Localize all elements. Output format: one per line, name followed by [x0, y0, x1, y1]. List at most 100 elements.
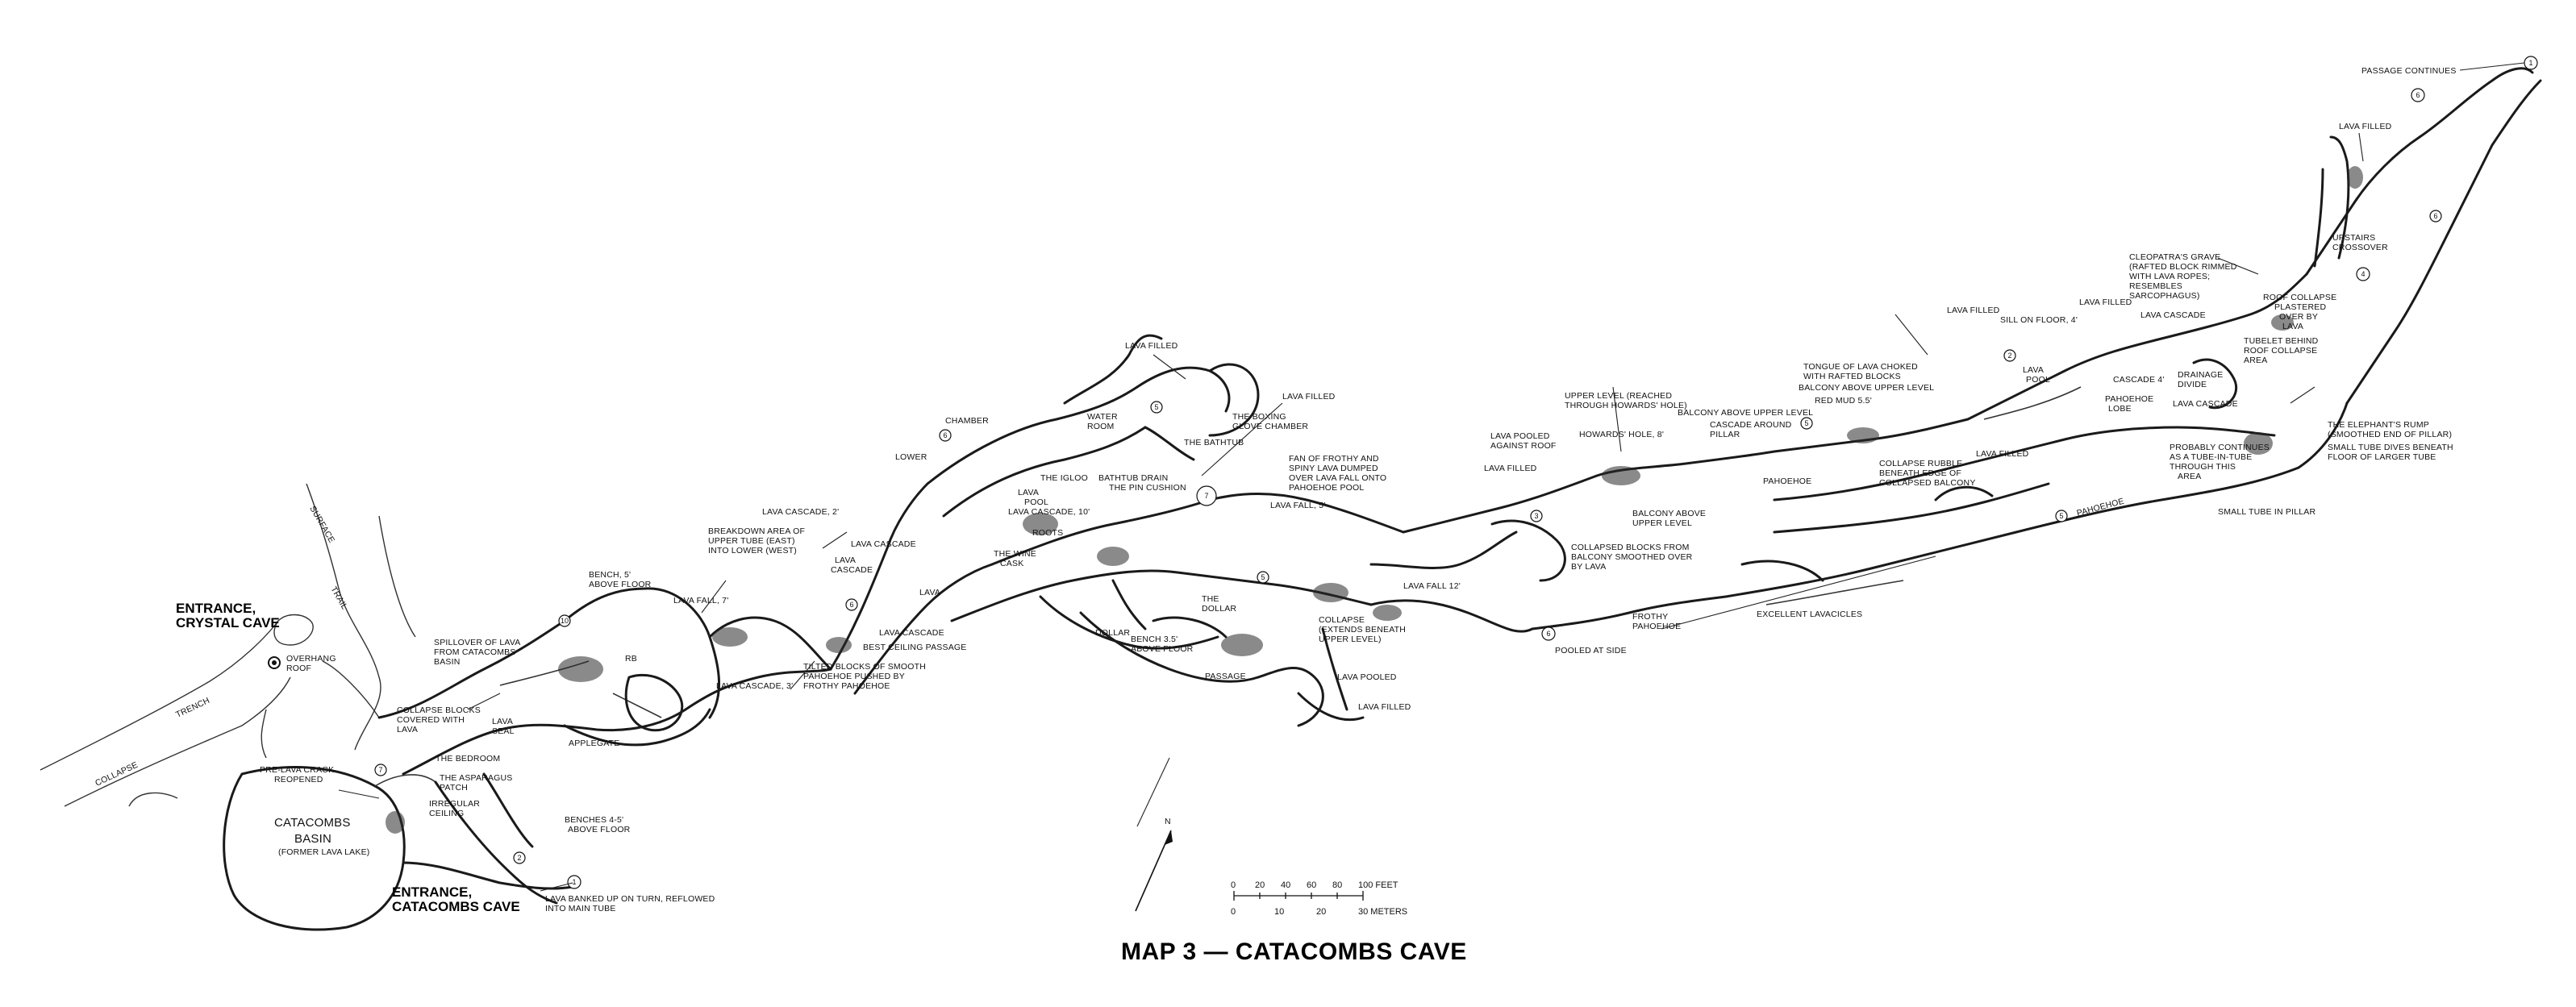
label-cascade-around: CASCADE AROUND [1710, 420, 1792, 430]
label-collapse-blocks: COLLAPSE BLOCKS [397, 705, 481, 715]
label-breakdown-3: INTO LOWER (WEST) [708, 546, 797, 556]
label-frothy: FROTHY [1632, 612, 1668, 622]
label-upper-level-2: THROUGH HOWARDS' HOLE) [1565, 401, 1687, 410]
label-lava-pool-e: LAVA [2023, 365, 2044, 375]
scale-m-0: 0 [1231, 907, 1236, 917]
label-breakdown-2: UPPER TUBE (EAST) [708, 536, 795, 546]
scale-feet-20: 20 [1255, 880, 1265, 890]
label-wine: THE WINE [994, 549, 1036, 559]
label-tongue-2: WITH RAFTED BLOCKS [1803, 372, 1901, 381]
label-applegate: APPLEGATE [569, 739, 619, 748]
label-boxing-2: GLOVE CHAMBER [1232, 422, 1308, 431]
label-trail: TRAIL [328, 585, 349, 612]
label-tilted-blocks: TILTED BLOCKS OF SMOOTH [803, 662, 926, 672]
label-spillover-2: FROM CATACOMBS [434, 647, 516, 657]
label-lava-filled-h: LAVA FILLED [2339, 122, 2392, 131]
label-lava-filled-c: LAVA FILLED [1358, 702, 1411, 712]
label-bench-35: BENCH 3.5' [1131, 635, 1178, 644]
label-upstairs-2: CROSSOVER [2332, 243, 2388, 252]
scale-feet-100: 100 FEET [1358, 880, 1398, 890]
station-marker: 5 [1150, 401, 1163, 414]
label-upstairs: UPSTAIRS [2332, 233, 2375, 243]
station-marker: 6 [2411, 88, 2425, 102]
label-pooled-roof: LAVA POOLED [1490, 431, 1550, 441]
entrance-catacombs-label: ENTRANCE, [392, 884, 472, 900]
label-surface: SURFACE [307, 505, 336, 545]
label-tongue: TONGUE OF LAVA CHOKED [1803, 362, 1918, 372]
label-cleopatra-5: SARCOPHAGUS) [2129, 291, 2200, 301]
scale-feet-60: 60 [1307, 880, 1316, 890]
svg-text:6: 6 [2433, 212, 2437, 220]
label-pahoehoe-e: PAHOEHOE [2076, 497, 2125, 518]
label-lava-banked-2: INTO MAIN TUBE [545, 904, 616, 913]
label-drainage-2: DIVIDE [2178, 380, 2207, 389]
station-marker: 6 [845, 598, 858, 611]
station-marker: 5 [1800, 417, 1813, 430]
label-collapse-rubble-3: COLLAPSED BALCONY [1879, 478, 1976, 488]
label-spillover: SPILLOVER OF LAVA [434, 638, 520, 647]
station-marker: 6 [1541, 626, 1556, 641]
station-marker: 2 [513, 851, 526, 864]
svg-text:5: 5 [1261, 573, 1265, 581]
label-asparagus: THE ASPARAGUS [440, 773, 513, 783]
label-probably: PROBABLY CONTINUES [2170, 443, 2270, 452]
svg-text:6: 6 [1546, 630, 1550, 638]
label-collapse-ext-2: (EXTENDS BENEATH [1319, 625, 1406, 635]
svg-text:6: 6 [2416, 91, 2420, 99]
station-marker: 6 [939, 429, 952, 442]
label-cleopatra: CLEOPATRA'S GRAVE [2129, 252, 2220, 262]
svg-text:4: 4 [2361, 270, 2365, 278]
label-frothy-2: PAHOEHOE [1632, 622, 1681, 631]
survey-stations: 1 2 7 10 6 6 5 7 5 3 5 2 5 6 1 4 6 6 [374, 56, 2538, 889]
label-tilted-blocks-2: PAHOEHOE PUSHED BY [803, 672, 905, 681]
entrance-crystal-label: ENTRANCE, [176, 601, 256, 616]
label-lavacicles: EXCELLENT LAVACICLES [1757, 610, 1862, 619]
label-water-room-2: ROOM [1087, 422, 1114, 431]
label-pooled-roof-2: AGAINST ROOF [1490, 441, 1557, 451]
label-small-tube-pillar: SMALL TUBE IN PILLAR [2218, 507, 2316, 517]
label-probably-3: THROUGH THIS [2170, 462, 2236, 472]
label-upper-level: UPPER LEVEL (REACHED [1565, 391, 1672, 401]
label-lower: LOWER [895, 452, 927, 462]
label-best-ceiling: BEST CEILING PASSAGE [863, 643, 967, 652]
label-pooled-side: POOLED AT SIDE [1555, 646, 1627, 655]
label-roots: ROOTS [1032, 528, 1063, 538]
label-lava-filled-e: LAVA FILLED [1976, 449, 2029, 459]
svg-text:6: 6 [943, 431, 947, 439]
label-chamber: CHAMBER [945, 416, 989, 426]
label-lava-cascade: LAVA CASCADE [851, 539, 916, 549]
label-balcony-upper-level: BALCONY ABOVE UPPER LEVEL [1799, 383, 1934, 393]
label-balcony-above: BALCONY ABOVE [1632, 509, 1706, 518]
breakdown-rubble [386, 166, 2363, 834]
label-lava-pool-e2: POOL [2026, 375, 2050, 385]
label-tubelet: TUBELET BEHIND [2244, 336, 2319, 346]
label-drainage: DRAINAGE [2178, 370, 2223, 380]
label-lava-seal: LAVA [492, 717, 513, 726]
label-dollar: THE [1202, 594, 1219, 604]
label-water-room: WATER [1087, 412, 1118, 422]
label-roof-collapse: ROOF COLLAPSE [2263, 293, 2336, 302]
station-marker: 6 [2429, 210, 2442, 223]
label-roof-collapse-2: PLASTERED [2274, 302, 2326, 312]
label-lava-fall-7: LAVA FALL, 7' [673, 596, 728, 605]
scale-m-30: 30 METERS [1358, 907, 1407, 917]
label-collapse-blocks-3: LAVA [397, 725, 418, 734]
label-fan: FAN OF FROTHY AND [1289, 454, 1379, 464]
scale-feet-40: 40 [1281, 880, 1290, 890]
svg-text:5: 5 [1804, 419, 1808, 427]
north-arrow: N [1135, 817, 1173, 912]
station-marker: 7 [374, 764, 387, 776]
label-lobe: PAHOEHOE [2105, 394, 2153, 404]
label-bathtub-drain-2: THE PIN CUSHION [1109, 483, 1186, 493]
label-tilted-blocks-3: FROTHY PAHOEHOE [803, 681, 890, 691]
label-benches-2: ABOVE FLOOR [568, 825, 631, 834]
label-benches: BENCHES 4-5' [565, 815, 623, 825]
label-lava-cascade-b: LAVA CASCADE [879, 628, 944, 638]
label-cleopatra-3: WITH LAVA ROPES; [2129, 272, 2210, 281]
svg-text:7: 7 [378, 766, 382, 774]
scale-feet-0: 0 [1231, 880, 1236, 890]
label-collapse-ext: COLLAPSE [1319, 615, 1365, 625]
leader-lines [338, 62, 2525, 892]
label-lava-cascade-f: LAVA CASCADE [2173, 399, 2238, 409]
label-lava-filled-b: LAVA FILLED [1282, 392, 1336, 402]
